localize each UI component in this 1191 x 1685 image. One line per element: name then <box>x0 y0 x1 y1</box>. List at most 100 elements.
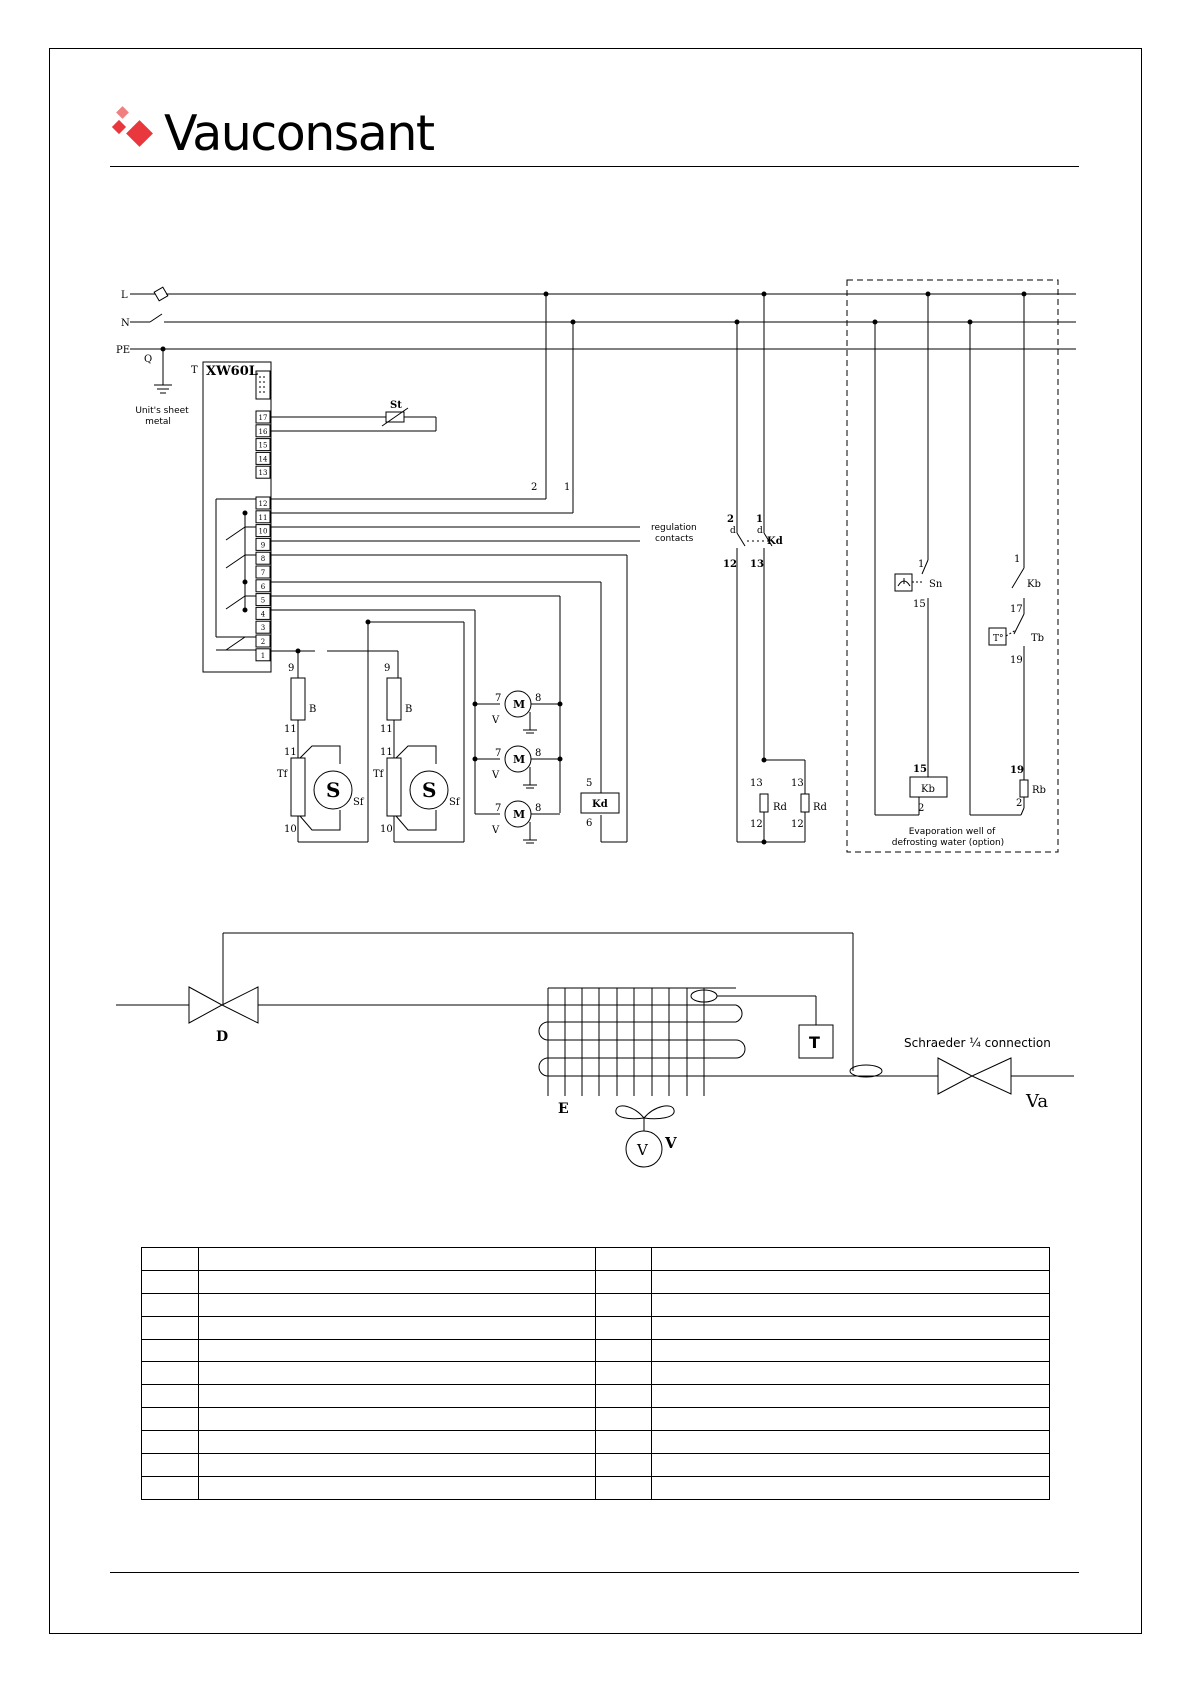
thermostat-t-label: T <box>809 1033 820 1052</box>
controller-terminal-number: 14 <box>259 455 268 463</box>
heater-t10: 10 <box>380 824 393 835</box>
kd-coil-label: Kd <box>592 799 608 810</box>
refrigeration-diagram <box>116 932 1074 1168</box>
legend-code-cell <box>141 1430 199 1455</box>
kd-contact-12: 12 <box>723 559 737 570</box>
legend-code-cell <box>595 1475 652 1500</box>
legend-row <box>141 1338 1050 1363</box>
heater-tf-element <box>290 757 306 817</box>
legend-description-cell <box>198 1247 596 1271</box>
legend-description-cell <box>198 1338 596 1363</box>
legend-description-cell <box>651 1430 1050 1455</box>
vauconsant-logo: Vauconsant <box>112 106 472 162</box>
controller-model: XW60L <box>206 364 258 379</box>
legend-code-cell <box>141 1384 199 1409</box>
line-pe-label: PE <box>116 345 130 356</box>
controller-terminal-number: 6 <box>261 583 266 591</box>
controller-terminal <box>255 551 271 565</box>
heater-t11b: 11 <box>380 747 393 758</box>
controller-relays <box>215 498 256 651</box>
schraeder-label: Schraeder ¼ connection <box>904 1036 1051 1050</box>
controller-terminal-number: 2 <box>261 638 265 646</box>
fan-motor-v: V <box>491 825 500 836</box>
legend-row <box>141 1361 1050 1386</box>
legend-code-cell <box>141 1453 199 1477</box>
legend-code-cell <box>595 1315 652 1340</box>
controller-terminal <box>255 634 271 648</box>
legend-code-cell <box>595 1430 652 1455</box>
rd2-t12: 12 <box>791 819 804 830</box>
legend-description-cell <box>651 1361 1050 1386</box>
supply-terminal-2: 2 <box>531 482 537 493</box>
legend-description-cell <box>651 1407 1050 1432</box>
controller-terminal <box>255 524 271 538</box>
legend-row <box>141 1269 1050 1294</box>
controller-terminal <box>255 496 271 510</box>
fan-motor-m: M <box>513 698 525 711</box>
kb-contact-n1: 1 <box>1014 554 1020 565</box>
heater-s-switch <box>313 770 353 810</box>
heater-s-label: S <box>422 778 436 802</box>
legend-description-cell <box>198 1315 596 1340</box>
fan-v-label: V <box>664 1134 677 1152</box>
kd-coil-t5: 5 <box>586 778 592 789</box>
heater-tf-label: Tf <box>277 769 289 780</box>
legend-code-cell <box>595 1407 652 1432</box>
legend-description-cell <box>198 1384 596 1409</box>
kd-contact-2: 2 <box>727 514 734 525</box>
legend-description-cell <box>651 1338 1050 1363</box>
heater-b-resistor <box>290 677 306 721</box>
controller-terminal-number: 13 <box>259 469 268 477</box>
fan-motor-m: M <box>513 753 525 766</box>
legend-description-cell <box>198 1407 596 1432</box>
legend-code-cell <box>141 1338 199 1363</box>
kd-contact-1: 1 <box>756 514 763 525</box>
rd1-t12: 12 <box>750 819 763 830</box>
fan-motor-t8: 8 <box>535 803 541 814</box>
line-n-label: N <box>121 318 130 329</box>
controller-terminal-number: 1 <box>261 652 265 660</box>
evap-caption-1: Evaporation well of <box>909 827 996 837</box>
heater-tf-label: Tf <box>373 769 385 780</box>
controller-terminal-number: 7 <box>261 569 265 577</box>
legend-row <box>141 1475 1050 1500</box>
sn-n15: 15 <box>913 599 926 610</box>
legend-code-cell <box>595 1361 652 1386</box>
kb-n15: 15 <box>913 764 927 775</box>
heater-sf-loop <box>395 745 437 831</box>
sheet-metal-label-1: Unit's sheet <box>135 406 189 416</box>
heater-t11a: 11 <box>380 724 393 735</box>
legend-description-cell <box>198 1361 596 1386</box>
controller-terminal <box>255 593 271 607</box>
controller-terminal-number: 17 <box>259 414 268 422</box>
footer-rule <box>110 1572 1079 1573</box>
kd-contacts <box>734 291 810 845</box>
legend-row <box>141 1247 1050 1271</box>
kb-coil-label: Kb <box>921 784 935 795</box>
heater-b-resistor <box>386 677 402 721</box>
valve-d-label: D <box>216 1029 228 1045</box>
heater-sf-label: Sf <box>353 797 365 808</box>
evaporation-well <box>846 279 1059 853</box>
legend-description-cell <box>198 1475 596 1500</box>
kd-contact-13: 13 <box>750 559 764 570</box>
fan-motor-m: M <box>513 808 525 821</box>
regulation-label-2: contacts <box>655 534 694 544</box>
controller-terminal-number: 12 <box>259 500 268 508</box>
fan-motor-t7: 7 <box>495 748 501 759</box>
sheet-metal-label-2: metal <box>145 417 171 427</box>
rd1-t13: 13 <box>750 778 763 789</box>
supply-terminal-1: 1 <box>564 482 570 493</box>
sn-n1: 1 <box>918 559 924 570</box>
legend-table <box>141 1247 1050 1500</box>
kb-contact-label: Kb <box>1027 579 1041 590</box>
fan-motor-t7: 7 <box>495 803 501 814</box>
fan-motor-t7: 7 <box>495 693 501 704</box>
kd-contact-d1: d <box>730 526 736 536</box>
controller-t-label: T <box>191 365 198 376</box>
q-label: Q <box>144 354 152 365</box>
controller-terminal <box>255 438 271 452</box>
